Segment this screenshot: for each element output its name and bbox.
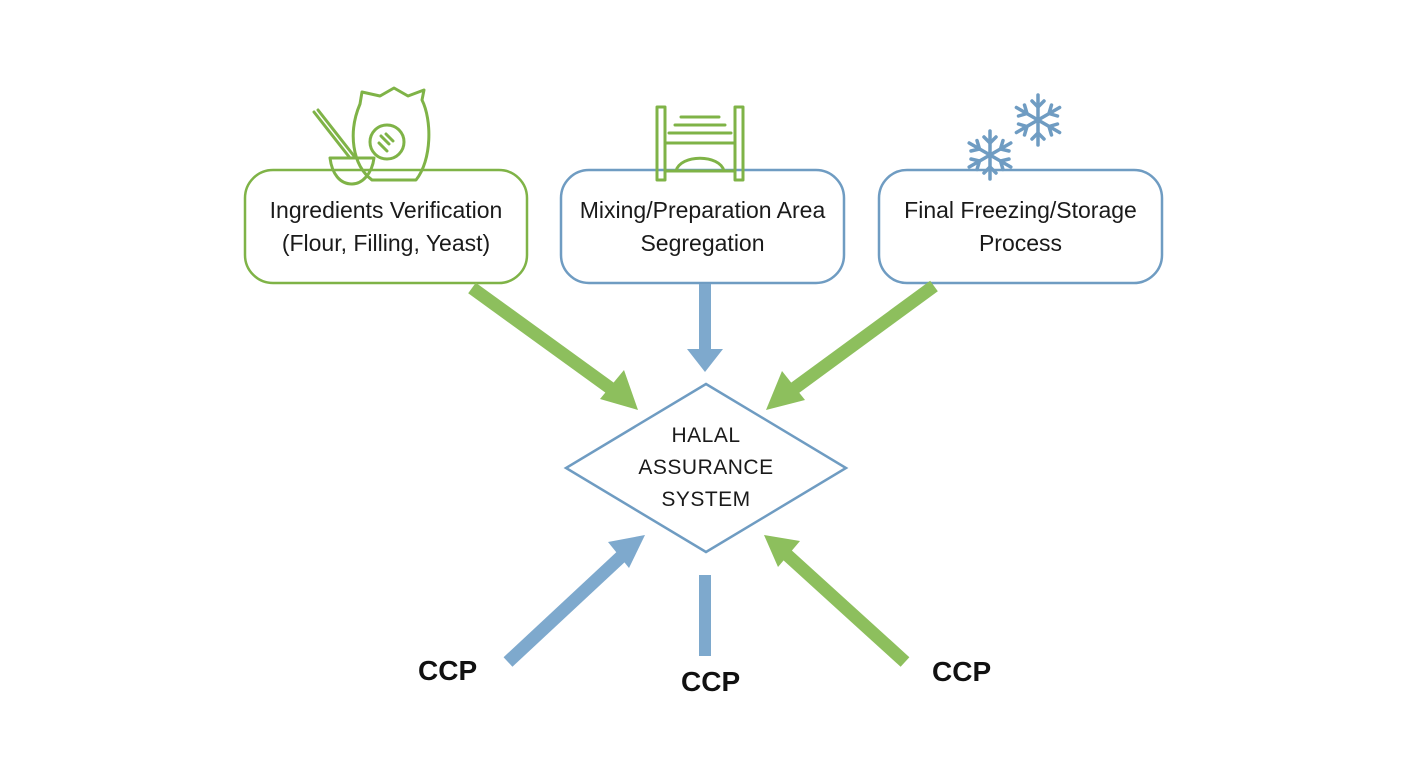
- segregated-prep-area-icon: [655, 105, 745, 182]
- snowflake-icon: [967, 93, 1062, 181]
- arrow-ccp-right-to-center: [764, 535, 910, 667]
- center-label-line: SYSTEM: [661, 488, 751, 511]
- ccp-label-left: CCP: [418, 655, 478, 686]
- input-label-line: (Flour, Filling, Yeast): [281, 229, 491, 256]
- input-label-line: Ingredients Verification: [269, 196, 503, 223]
- arrow-ccp-left-to-center: [503, 535, 645, 667]
- input-label-line: Process: [978, 229, 1063, 256]
- center-diamond: [563, 382, 849, 554]
- input-label-mixing: Mixing/Preparation Area Segregation: [561, 170, 844, 283]
- center-label: HALAL ASSURANCE SYSTEM: [596, 418, 816, 518]
- input-label-ingredients: Ingredients Verification (Flour, Filling…: [245, 170, 527, 283]
- input-box-ingredients: [243, 168, 529, 285]
- arrow-freezing-to-center: [766, 280, 938, 410]
- input-label-line: Mixing/Preparation Area: [579, 196, 826, 223]
- input-label-freezing: Final Freezing/Storage Process: [879, 170, 1162, 283]
- center-label-line: ASSURANCE: [638, 456, 774, 479]
- ccp-label-middle: CCP: [681, 666, 741, 697]
- ingredients-bag-bowl-icon: [312, 86, 431, 186]
- center-label-line: HALAL: [671, 424, 741, 447]
- input-label-line: Segregation: [640, 229, 765, 256]
- input-box-freezing: [877, 168, 1164, 285]
- arrow-ingredients-to-center: [468, 282, 638, 410]
- ccp-label-right: CCP: [932, 656, 992, 687]
- input-label-line: Final Freezing/Storage: [904, 196, 1137, 223]
- arrow-mixing-to-center: [687, 284, 723, 372]
